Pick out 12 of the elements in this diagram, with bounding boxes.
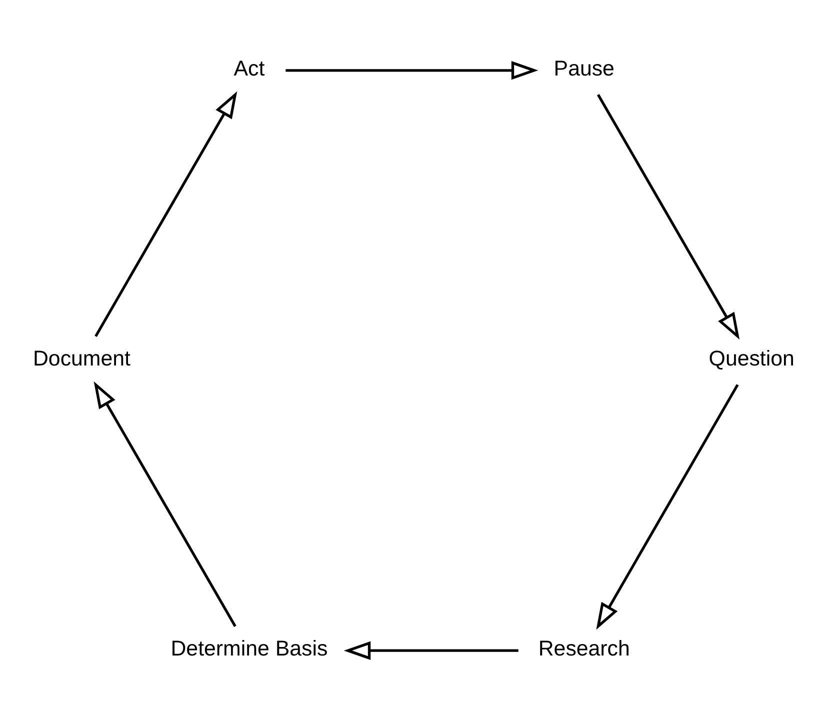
arrow [94, 91, 238, 337]
node-text: Research [538, 636, 630, 661]
arrow [286, 61, 538, 80]
node-text: Act [234, 56, 265, 81]
node-text: Document [32, 346, 130, 371]
arrow [344, 641, 518, 660]
arrow [596, 94, 740, 340]
arrow [596, 384, 739, 630]
node-text: Question [708, 346, 794, 371]
node-text: Determine Basis [170, 636, 328, 661]
arrow [94, 381, 236, 628]
node-text: Pause [554, 56, 614, 81]
